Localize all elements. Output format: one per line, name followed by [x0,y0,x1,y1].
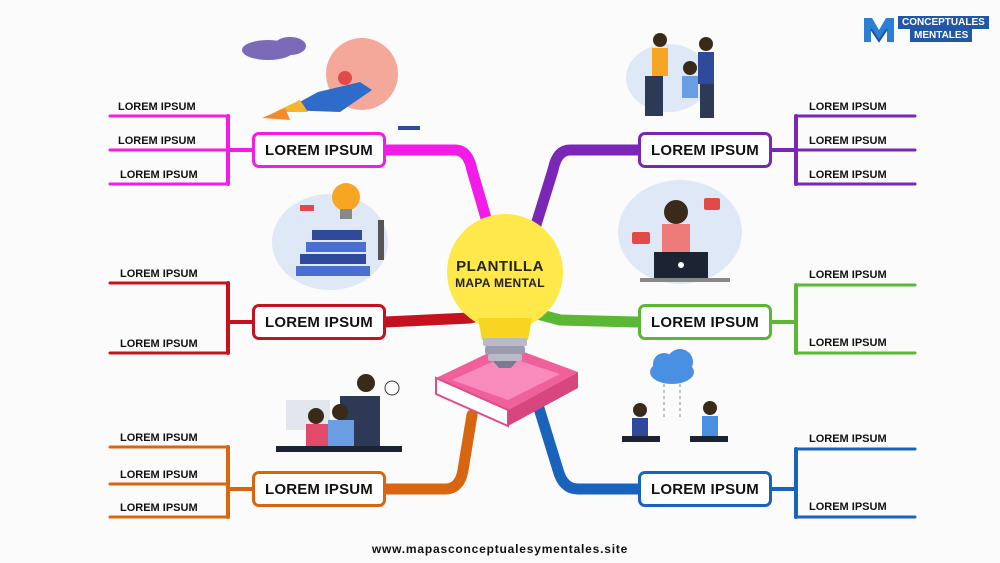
lightbulb-books-illustration [272,183,388,290]
connector-top-right [529,114,917,234]
leaf-top-right-3[interactable]: LOREM IPSUM [809,169,887,181]
rocket-launch-illustration [242,37,420,130]
leaf-bottom-right-2[interactable]: LOREM IPSUM [809,501,887,513]
branch-node-top-right[interactable]: LOREM IPSUM [638,132,772,168]
footer-url[interactable]: www.mapasconceptualesymentales.site [371,542,629,556]
woman-laptop-illustration [618,180,742,284]
central-topic-line2: MAPA MENTAL [455,276,545,290]
leaf-mid-left-2[interactable]: LOREM IPSUM [120,338,198,350]
logo-mark-icon [864,18,894,43]
leaf-top-left-1[interactable]: LOREM IPSUM [118,101,196,113]
teamwork-illustration [626,33,714,118]
connector-bottom-left [108,409,478,519]
leaf-mid-left-1[interactable]: LOREM IPSUM [120,268,198,280]
logo-line2: MENTALES [910,29,973,42]
leaf-mid-right-2[interactable]: LOREM IPSUM [809,337,887,349]
central-topic-line1: PLANTILLA [456,258,544,275]
lightbulb-icon [447,214,563,368]
leaf-top-left-3[interactable]: LOREM IPSUM [120,169,198,181]
connector-bottom-right [532,399,917,519]
leaf-bottom-right-1[interactable]: LOREM IPSUM [809,433,887,445]
leaf-bottom-left-1[interactable]: LOREM IPSUM [120,432,198,444]
leaf-top-right-2[interactable]: LOREM IPSUM [809,135,887,147]
central-topic: PLANTILLA MAPA MENTAL [438,258,562,292]
branch-node-bottom-left[interactable]: LOREM IPSUM [252,471,386,507]
branch-node-mid-right[interactable]: LOREM IPSUM [638,304,772,340]
cloud-computing-illustration [622,349,728,442]
connector-top-left [108,114,494,231]
leaf-bottom-left-2[interactable]: LOREM IPSUM [120,469,198,481]
leaf-mid-right-1[interactable]: LOREM IPSUM [809,269,887,281]
leaf-top-right-1[interactable]: LOREM IPSUM [809,101,887,113]
book-icon [435,345,578,428]
branch-node-bottom-right[interactable]: LOREM IPSUM [638,471,772,507]
leaf-top-left-2[interactable]: LOREM IPSUM [118,135,196,147]
office-team-illustration [276,374,402,452]
logo-line1: CONCEPTUALES [898,16,989,29]
leaf-bottom-left-3[interactable]: LOREM IPSUM [120,502,198,514]
brand-logo[interactable]: CONCEPTUALES MENTALES [862,14,989,44]
branch-node-mid-left[interactable]: LOREM IPSUM [252,304,386,340]
branch-node-top-left[interactable]: LOREM IPSUM [252,132,386,168]
